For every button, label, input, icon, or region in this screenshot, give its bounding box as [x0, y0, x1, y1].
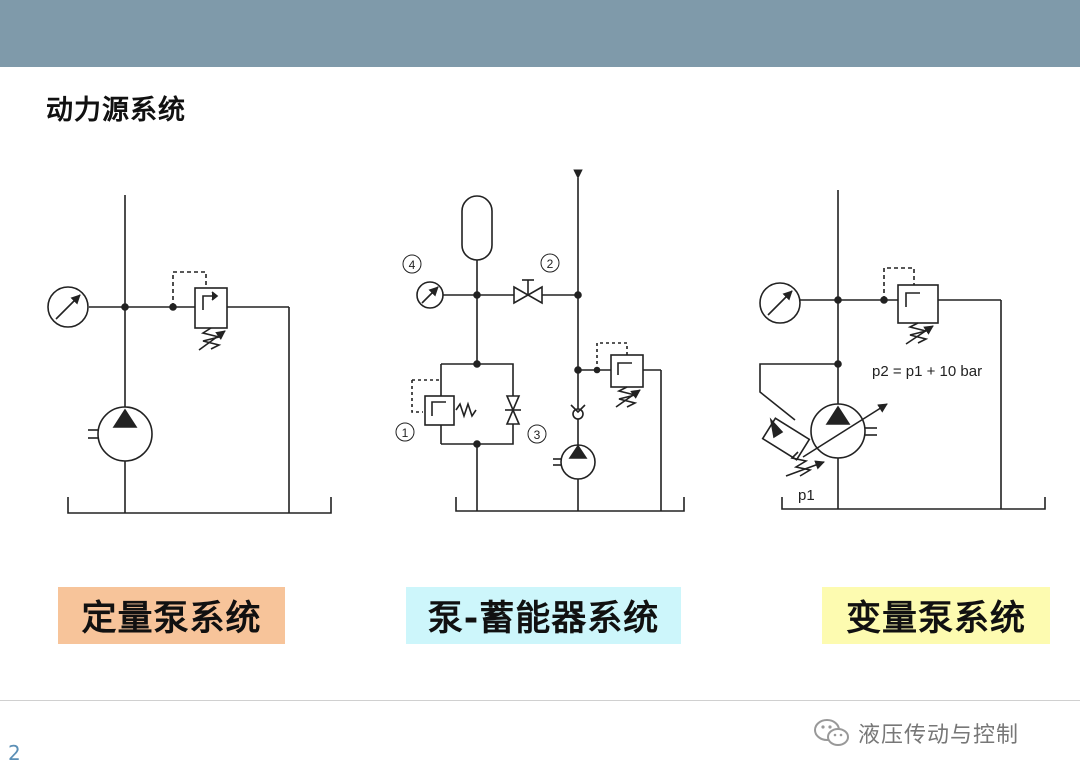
- page-number: 2: [8, 741, 21, 765]
- slide-title: 动力源系统: [46, 95, 186, 126]
- relief-valve-1-icon: [411, 379, 477, 426]
- marker-2-label: 2: [547, 257, 554, 271]
- pump-icon: [553, 444, 596, 511]
- gauge-icon: [416, 281, 444, 309]
- pressure-gauge-icon: [47, 286, 89, 328]
- fixed-pump-system-label: 定量泵系统: [58, 587, 285, 644]
- shutoff-valve-icon: [513, 279, 543, 305]
- variable-pump-circuit: [759, 190, 1046, 510]
- marker-4-label: 4: [409, 258, 416, 272]
- footer-divider: [0, 700, 1080, 701]
- pressure-formula-label: p2 = p1 + 10 bar: [872, 363, 982, 380]
- hydraulic-diagrams: 1 2 3 4 p2 = p1 + 10 bar p1: [47, 169, 1046, 514]
- watermark-text: 液压传动与控制: [858, 723, 1020, 748]
- pressure-compensator-icon: [761, 417, 825, 477]
- pump-accumulator-system-label: 泵-蓄能器系统: [406, 587, 681, 644]
- relief-valve-icon: [169, 271, 290, 513]
- bypass-valve-3-icon: [505, 395, 521, 425]
- marker-3-label: 3: [534, 428, 541, 442]
- watermark: 液压传动与控制: [812, 716, 1019, 750]
- wechat-icon: [814, 719, 849, 746]
- number-markers: [395, 253, 560, 444]
- check-valve-icon: [570, 404, 586, 420]
- accumulator-icon: [461, 195, 493, 261]
- fixed-pump-icon: [88, 406, 153, 462]
- relief-valve-icon: [880, 267, 1002, 509]
- relief-valve-2-icon: [596, 342, 662, 511]
- fixed-pump-circuit: [47, 195, 332, 514]
- variable-pump-system-label: 变量泵系统: [822, 587, 1050, 644]
- variable-pump-icon: [802, 403, 888, 459]
- pressure-gauge-icon: [759, 282, 801, 324]
- accumulator-circuit: [395, 169, 685, 512]
- header-bar: [0, 0, 1080, 67]
- p1-label: p1: [798, 487, 815, 504]
- marker-1-label: 1: [402, 426, 409, 440]
